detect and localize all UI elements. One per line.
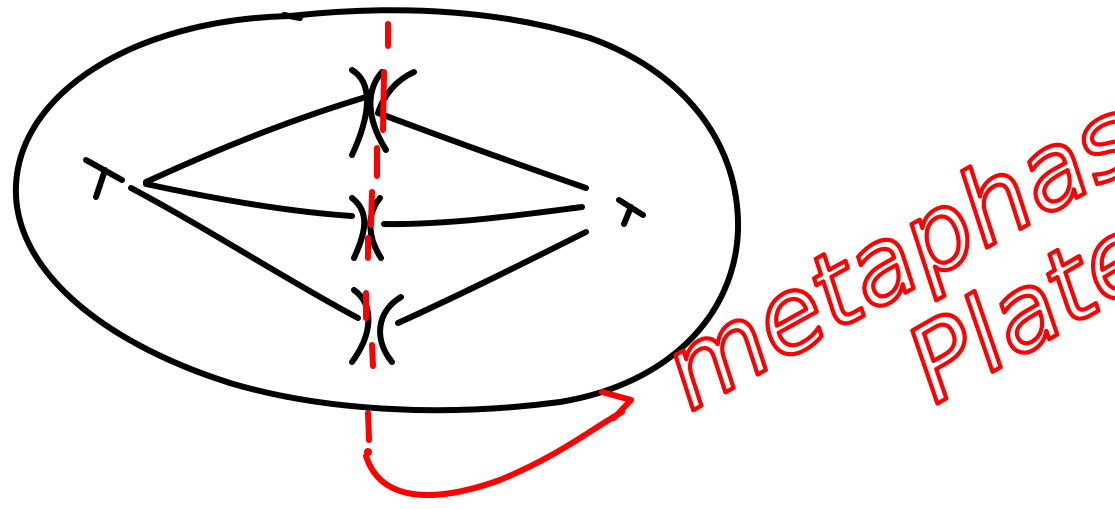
spindle-fiber-right-middle [384, 207, 582, 224]
spindle-fiber-left-top [146, 97, 366, 182]
centrosome-right [619, 200, 643, 224]
chromosome-bottom [352, 290, 401, 362]
centrosome-left [86, 160, 122, 197]
spindle-fiber-left-bottom [131, 188, 358, 318]
membrane-tick [284, 15, 300, 18]
cell-group [16, 10, 738, 410]
spindle-fiber-right-bottom [398, 232, 586, 323]
arrow-curve [366, 412, 622, 495]
spindle-fiber-right-top [378, 113, 586, 188]
arrow-head [602, 392, 631, 418]
metaphase-plate-annotation: metaphase Plate [364, 24, 1115, 495]
